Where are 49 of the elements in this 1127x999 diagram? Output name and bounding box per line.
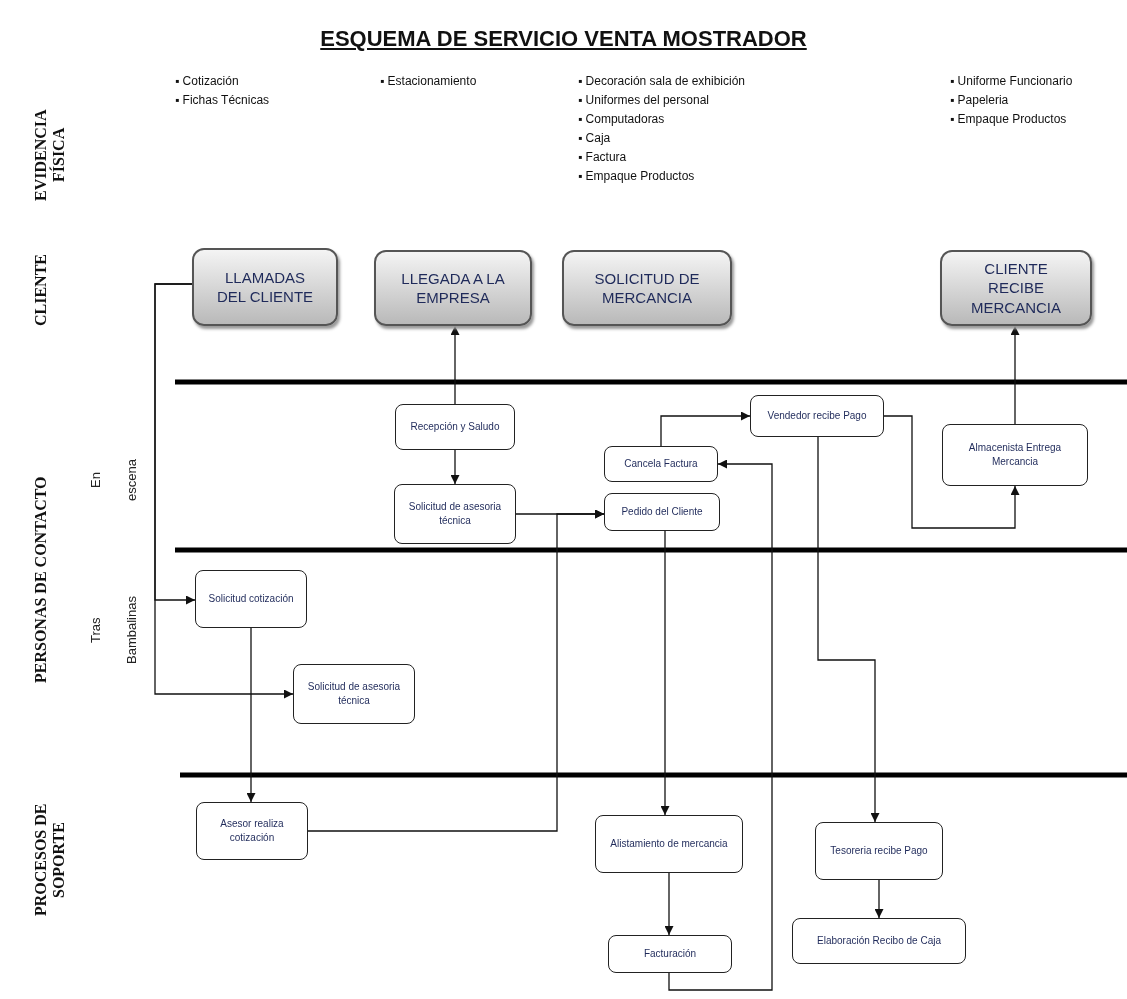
diagram-title: ESQUEMA DE SERVICIO VENTA MOSTRADOR xyxy=(319,26,808,52)
process-box: Pedido del Cliente xyxy=(604,493,720,531)
bullet-item: ▪ Uniformes del personal xyxy=(578,92,710,109)
customer-action-box: LLEGADA A LA EMPRESA xyxy=(374,250,532,326)
sublane-title: En escena xyxy=(87,458,141,503)
process-box: Solicitud de asesoria técnica xyxy=(394,484,516,544)
lane-title: CLIENTE xyxy=(32,253,50,328)
lane-title: PERSONAS DE CONTACTO xyxy=(32,475,50,686)
bullet-item: ▪ Estacionamiento xyxy=(380,73,477,90)
bullet-item: ▪ Cotización xyxy=(175,73,240,90)
process-box: Solicitud de asesoria técnica xyxy=(293,664,415,724)
process-box: Elaboración Recibo de Caja xyxy=(792,918,966,964)
bullet-item: ▪ Uniforme Funcionario xyxy=(950,73,1073,90)
bullet-item: ▪ Papeleria xyxy=(950,92,1010,109)
process-box: Alistamiento de mercancia xyxy=(595,815,743,873)
lane-title: PROCESOS DE SOPORTE xyxy=(32,802,68,919)
bullet-item: ▪ Fichas Técnicas xyxy=(175,92,270,109)
bullet-item: ▪ Caja xyxy=(578,130,612,147)
process-box: Recepción y Saludo xyxy=(395,404,515,450)
arrow xyxy=(307,509,605,832)
customer-action-box: SOLICITUD DE MERCANCIA xyxy=(562,250,732,326)
process-box: Asesor realiza cotización xyxy=(196,802,308,860)
arrow xyxy=(450,325,460,405)
process-box: Facturación xyxy=(608,935,732,973)
arrow xyxy=(1010,325,1020,425)
bullet-item: ▪ Computadoras xyxy=(578,111,666,128)
arrow xyxy=(450,449,460,485)
arrow xyxy=(668,459,773,991)
customer-action-box: LLAMADAS DEL CLIENTE xyxy=(192,248,338,326)
process-box: Vendedor recibe Pago xyxy=(750,395,884,437)
arrow xyxy=(660,530,670,816)
arrow xyxy=(246,627,256,803)
process-box: Cancela Factura xyxy=(604,446,718,482)
process-box: Almacenista Entrega Mercancia xyxy=(942,424,1088,486)
arrow xyxy=(660,411,751,447)
sublane-title: Tras Bambalinas xyxy=(87,595,141,665)
arrow xyxy=(817,436,880,823)
arrow xyxy=(874,879,884,919)
arrow xyxy=(154,283,294,699)
bullet-item: ▪ Empaque Productos xyxy=(578,168,696,185)
arrow xyxy=(883,415,1020,529)
bullet-item: ▪ Factura xyxy=(578,149,628,166)
customer-action-box: CLIENTE RECIBE MERCANCIA xyxy=(940,250,1092,326)
bullet-item: ▪ Decoración sala de exhibición xyxy=(578,73,745,90)
bullet-item: ▪ Empaque Productos xyxy=(950,111,1068,128)
arrow xyxy=(664,872,674,936)
process-box: Tesoreria recibe Pago xyxy=(815,822,943,880)
process-box: Solicitud cotización xyxy=(195,570,307,628)
lane-title: EVIDENCIA FÍSICA xyxy=(32,108,68,203)
